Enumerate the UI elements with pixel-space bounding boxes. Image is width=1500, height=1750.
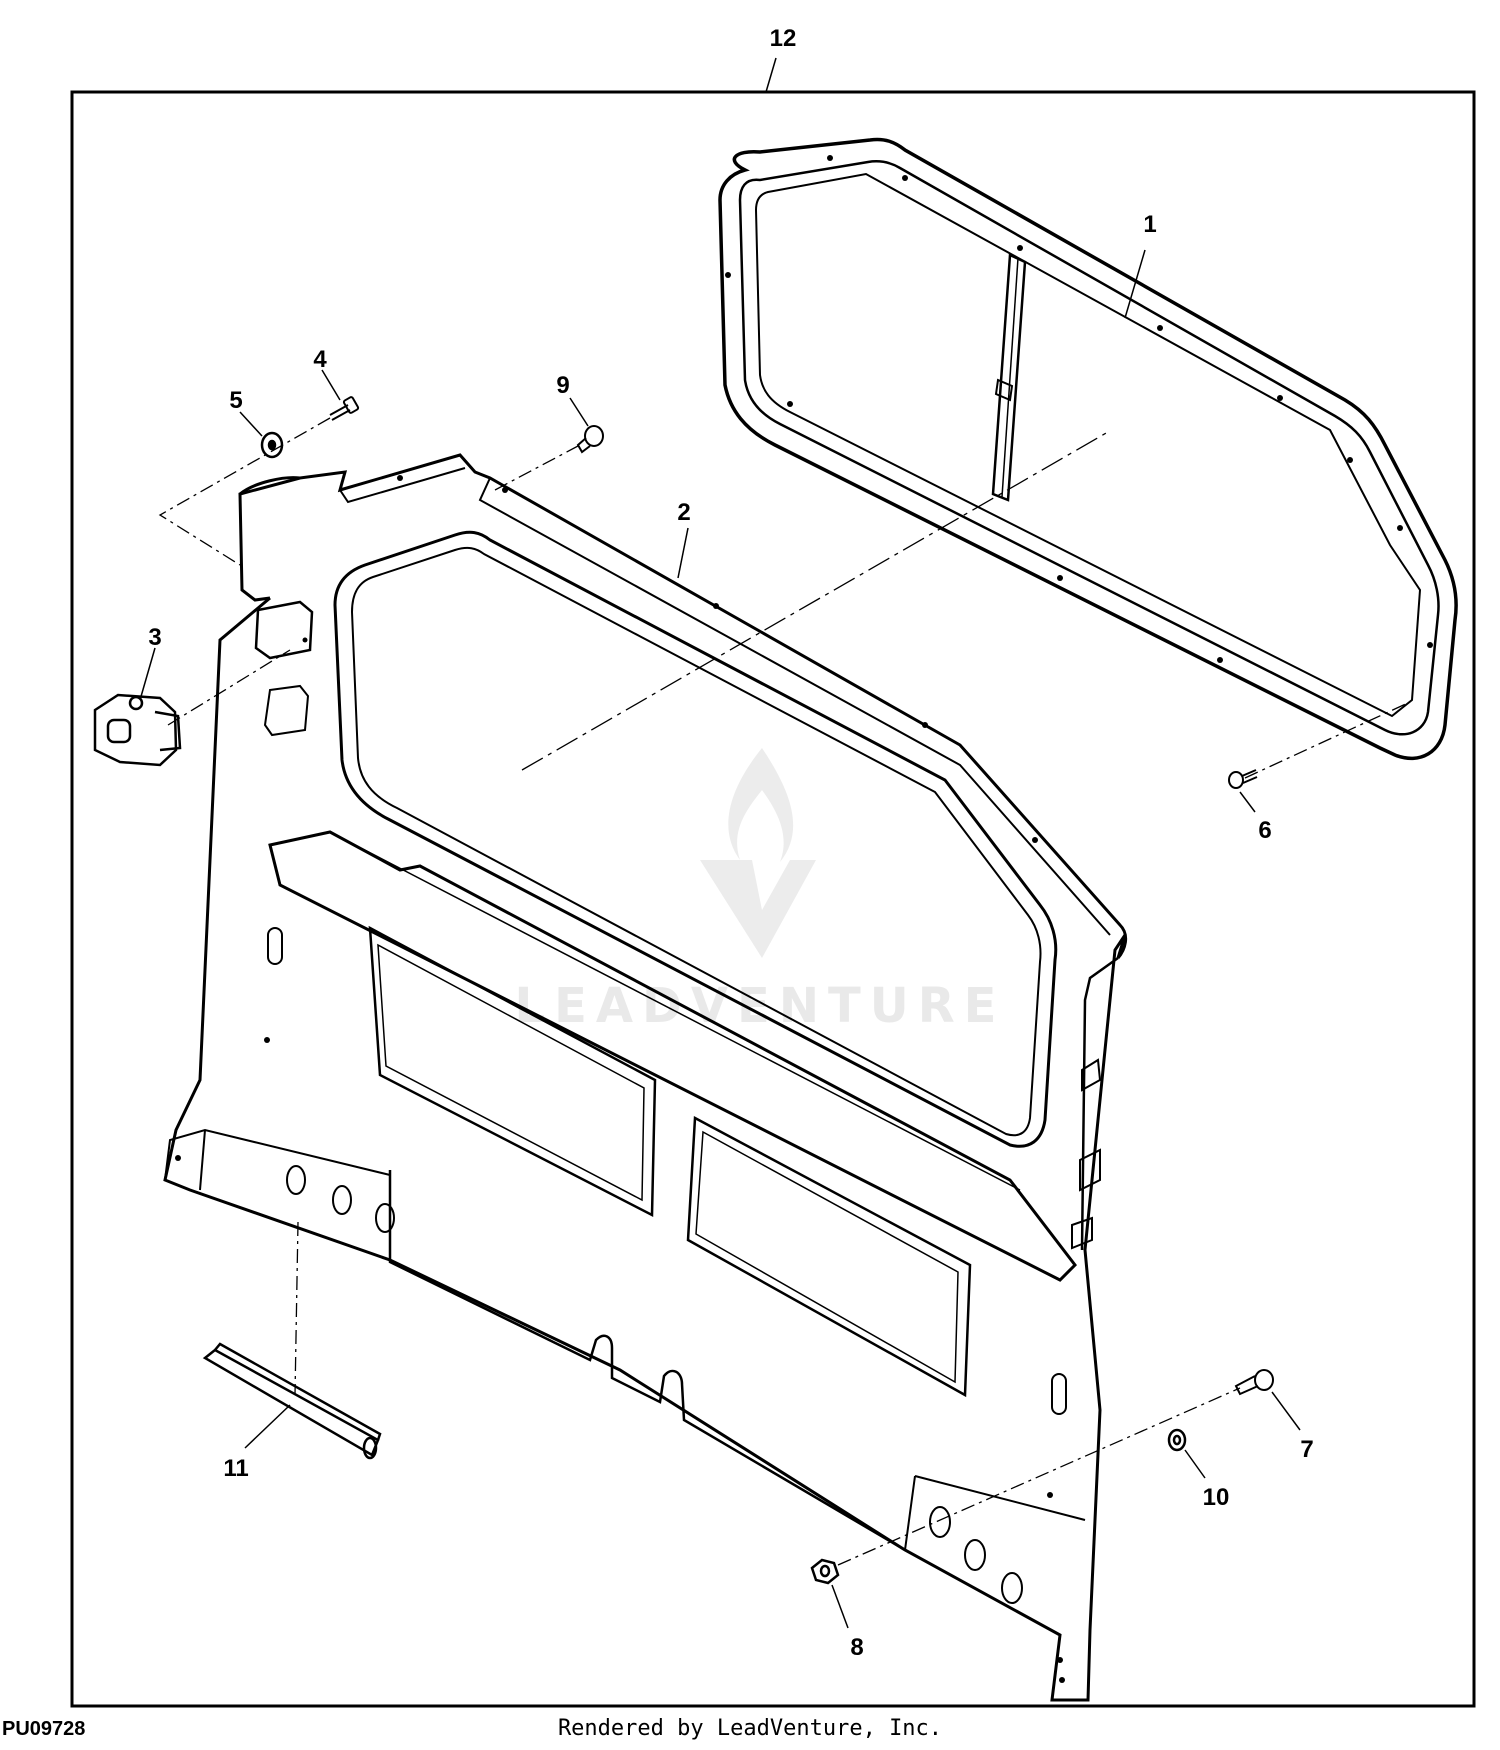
- callout-12: 12: [770, 25, 797, 52]
- panel-holes: [175, 475, 1065, 1683]
- figure-id: PU09728: [2, 1718, 86, 1740]
- leader-7: [1271, 1391, 1301, 1431]
- leader-6: [1239, 791, 1256, 813]
- callout-8: 8: [850, 1634, 863, 1661]
- bolt-7: [1234, 1369, 1274, 1396]
- callout-4: 4: [313, 346, 327, 373]
- leader-3: [139, 647, 156, 701]
- fastener-7-10-8-line: [837, 1387, 1241, 1566]
- leader-12: [765, 57, 777, 93]
- watermark: LEADVENTURE: [515, 748, 1006, 1034]
- leader-9: [569, 397, 589, 427]
- leader-5: [239, 411, 263, 437]
- callout-10: 10: [1203, 1484, 1230, 1511]
- leader-8: [831, 1584, 849, 1629]
- callout-5: 5: [229, 387, 242, 414]
- washer-10: [1167, 1428, 1187, 1452]
- latch-line: [167, 649, 291, 726]
- rivet-9-line: [494, 445, 579, 491]
- screw-4: [329, 396, 360, 421]
- leader-1: [1124, 249, 1146, 319]
- leader-10: [1184, 1449, 1206, 1479]
- seal-holes: [725, 155, 1433, 663]
- callout-9: 9: [556, 372, 569, 399]
- strip-11-line: [294, 1221, 299, 1396]
- watermark-text: LEADVENTURE: [515, 978, 1006, 1034]
- callout-1: 1: [1143, 211, 1156, 238]
- screw-6: [1228, 769, 1258, 789]
- callout-11: 11: [223, 1455, 248, 1482]
- callout-2: 2: [677, 499, 690, 526]
- leader-4: [321, 369, 341, 401]
- washer-5: [260, 431, 284, 459]
- fastener-6-line: [1244, 701, 1411, 779]
- callout-7: 7: [1300, 1436, 1313, 1463]
- nut-8: [810, 1558, 840, 1585]
- leader-11: [244, 1404, 291, 1449]
- render-credit: Rendered by LeadVenture, Inc.: [557, 1716, 943, 1741]
- callout-3: 3: [148, 624, 161, 651]
- assembly-frame: [70, 90, 1476, 1708]
- push-rivet-9: [576, 425, 604, 454]
- watermark-logo-icon: [700, 748, 816, 958]
- latch-part: [93, 693, 182, 767]
- leader-2: [677, 527, 689, 579]
- window-seal-frame: [718, 137, 1458, 761]
- callout-6: 6: [1258, 817, 1271, 844]
- seal-strip-11: [202, 1342, 382, 1460]
- window-centerline: [521, 431, 1109, 771]
- fastener-45-line: [158, 417, 331, 566]
- rear-cab-panel: [163, 453, 1128, 1702]
